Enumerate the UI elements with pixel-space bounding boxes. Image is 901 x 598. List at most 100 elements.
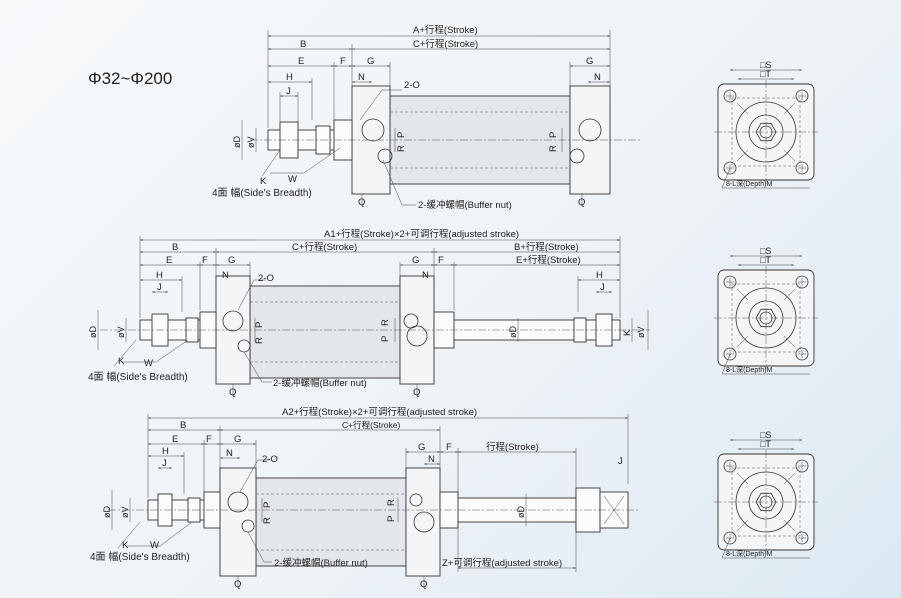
bolt-hole-icon bbox=[795, 459, 809, 473]
dim-p-right: P bbox=[380, 336, 391, 342]
figure-1-single-rod: A+行程(Stroke) B C+行程(Stroke) E F G G H J … bbox=[212, 24, 640, 211]
dim-b: B bbox=[172, 242, 178, 253]
dim-od: øD bbox=[232, 136, 242, 148]
dim-e: E bbox=[166, 255, 172, 266]
dim-r-right: R bbox=[548, 145, 559, 152]
figure-2-double-rod: A1+行程(Stroke)×2+可调行程(adjusted stroke) B … bbox=[88, 228, 650, 398]
dim-k: K bbox=[260, 176, 267, 187]
dim-n-right: N bbox=[594, 72, 601, 83]
end-views: □S□T8-L深(Depth)M□S□T8-L深(Depth)M□S□T8-L深… bbox=[714, 60, 818, 559]
end-view-2: □S□T 8-L深(Depth)M bbox=[714, 246, 818, 375]
dim-a: A+行程(Stroke) bbox=[413, 24, 478, 36]
dim-square-t: □T bbox=[760, 255, 771, 265]
dim-n-right: N bbox=[422, 270, 429, 281]
dim-c: C+行程(Stroke) bbox=[292, 241, 357, 253]
side-breadth-note: 4面 幅(Side's Breadth) bbox=[212, 186, 312, 199]
dim-g-left: G bbox=[228, 255, 235, 266]
dim-g-right: G bbox=[412, 255, 419, 266]
dim-g-left: G bbox=[367, 56, 374, 67]
dim-q-left: Q bbox=[358, 197, 365, 208]
dim-j: J bbox=[286, 86, 291, 97]
dim-n-right: N bbox=[428, 454, 435, 465]
bolt-hole-icon bbox=[795, 347, 809, 361]
dim-stroke: 行程(Stroke) bbox=[486, 441, 539, 453]
dim-c: C+行程(Stroke) bbox=[413, 38, 478, 50]
dim-r-left: R bbox=[396, 145, 407, 152]
dim-f-right: F bbox=[446, 442, 452, 453]
dim-b: B bbox=[180, 420, 186, 431]
dim-q-left: Q bbox=[229, 387, 236, 398]
dim-square-s: □S bbox=[760, 430, 771, 440]
dim-od-left: øD bbox=[88, 326, 98, 338]
figure-3-adjustable-stroke: A2+行程(Stroke)×2+可调行程(adjusted stroke) B … bbox=[90, 406, 640, 590]
buffer-nut-note: 2-缓冲螺帽(Buffer nut) bbox=[273, 377, 367, 389]
dim-g-right: G bbox=[418, 442, 425, 453]
dim-p-left: P bbox=[254, 322, 265, 328]
bolt-hole-icon bbox=[795, 275, 809, 289]
dim-h-right: H bbox=[596, 270, 603, 281]
dim-r-right: R bbox=[380, 319, 391, 326]
bolt-hole-icon bbox=[723, 459, 737, 473]
dim-p-right: P bbox=[386, 516, 397, 522]
dim-f-right: F bbox=[438, 255, 444, 266]
buffer-nut-note: 2-缓冲螺帽(Buffer nut) bbox=[274, 557, 368, 569]
bolt-hole-icon bbox=[723, 531, 737, 545]
dim-q-right: Q bbox=[578, 197, 585, 208]
dim-od-right: øD bbox=[516, 506, 526, 518]
dim-p-right: P bbox=[548, 132, 559, 138]
dim-f-left: F bbox=[206, 434, 212, 445]
dim-a1: A1+行程(Stroke)×2+可调行程(adjusted stroke) bbox=[324, 228, 519, 240]
dim-f-left: F bbox=[202, 255, 208, 266]
dim-b-stroke: B+行程(Stroke) bbox=[514, 241, 579, 253]
dim-square-s: □S bbox=[760, 60, 771, 70]
buffer-nut-note: 2-缓冲螺帽(Buffer nut) bbox=[418, 199, 512, 211]
dim-q-left: Q bbox=[234, 579, 241, 590]
dim-r-left: R bbox=[262, 517, 273, 524]
bolt-hole-icon bbox=[723, 275, 737, 289]
end-view-3: □S□T8-L深(Depth)M bbox=[714, 430, 818, 559]
dim-e-stroke: E+行程(Stroke) bbox=[516, 254, 581, 266]
dim-ov-right: øV bbox=[636, 326, 646, 338]
dim-g-left: G bbox=[234, 434, 241, 445]
dim-k-right: K bbox=[622, 329, 633, 336]
dim-square-s: □S bbox=[760, 246, 771, 256]
dim-j-left: J bbox=[157, 282, 162, 293]
end-view-1: □S□T8-L深(Depth)M bbox=[714, 60, 818, 189]
dim-ov: øV bbox=[246, 136, 256, 148]
tap-depth-note: 8-L深(Depth)M bbox=[726, 549, 772, 558]
dim-k: K bbox=[122, 540, 129, 551]
dim-n-left: N bbox=[222, 270, 229, 281]
dim-c: C+行程(Stroke) bbox=[342, 420, 400, 430]
bolt-hole-icon bbox=[723, 347, 737, 361]
dim-ov: øV bbox=[120, 506, 130, 518]
tap-depth-note: 8-L深(Depth)M bbox=[726, 179, 772, 188]
dim-w: W bbox=[288, 174, 297, 185]
callout-2-o: 2-O bbox=[262, 454, 278, 465]
bolt-hole-icon bbox=[795, 531, 809, 545]
dim-w: W bbox=[144, 358, 153, 369]
dim-ov-left: øV bbox=[116, 326, 126, 338]
dim-e: E bbox=[172, 434, 178, 445]
bolt-hole-icon bbox=[723, 89, 737, 103]
dim-f: F bbox=[340, 56, 346, 67]
dim-r-right: R bbox=[386, 499, 397, 506]
bolt-hole-icon bbox=[795, 89, 809, 103]
dim-j-left: J bbox=[162, 458, 167, 469]
side-breadth-note: 4面 幅(Side's Breadth) bbox=[90, 550, 190, 563]
dim-n-left: N bbox=[358, 72, 365, 83]
dim-k-left: K bbox=[118, 356, 125, 367]
dim-q-right: Q bbox=[413, 387, 420, 398]
dim-h-left: H bbox=[156, 270, 163, 281]
tap-depth-note: 8-L深(Depth)M bbox=[726, 365, 772, 374]
dim-w: W bbox=[150, 540, 159, 551]
side-breadth-note: 4面 幅(Side's Breadth) bbox=[88, 370, 188, 383]
series-title: Φ32~Φ200 bbox=[88, 69, 172, 88]
callout-2-o: 2-O bbox=[258, 273, 274, 284]
dim-z: Z+可调行程(adjusted stroke) bbox=[442, 557, 562, 569]
dim-od-left: øD bbox=[102, 506, 112, 518]
bolt-hole-icon bbox=[795, 161, 809, 175]
dim-h: H bbox=[162, 446, 169, 457]
dim-b: B bbox=[300, 39, 306, 50]
